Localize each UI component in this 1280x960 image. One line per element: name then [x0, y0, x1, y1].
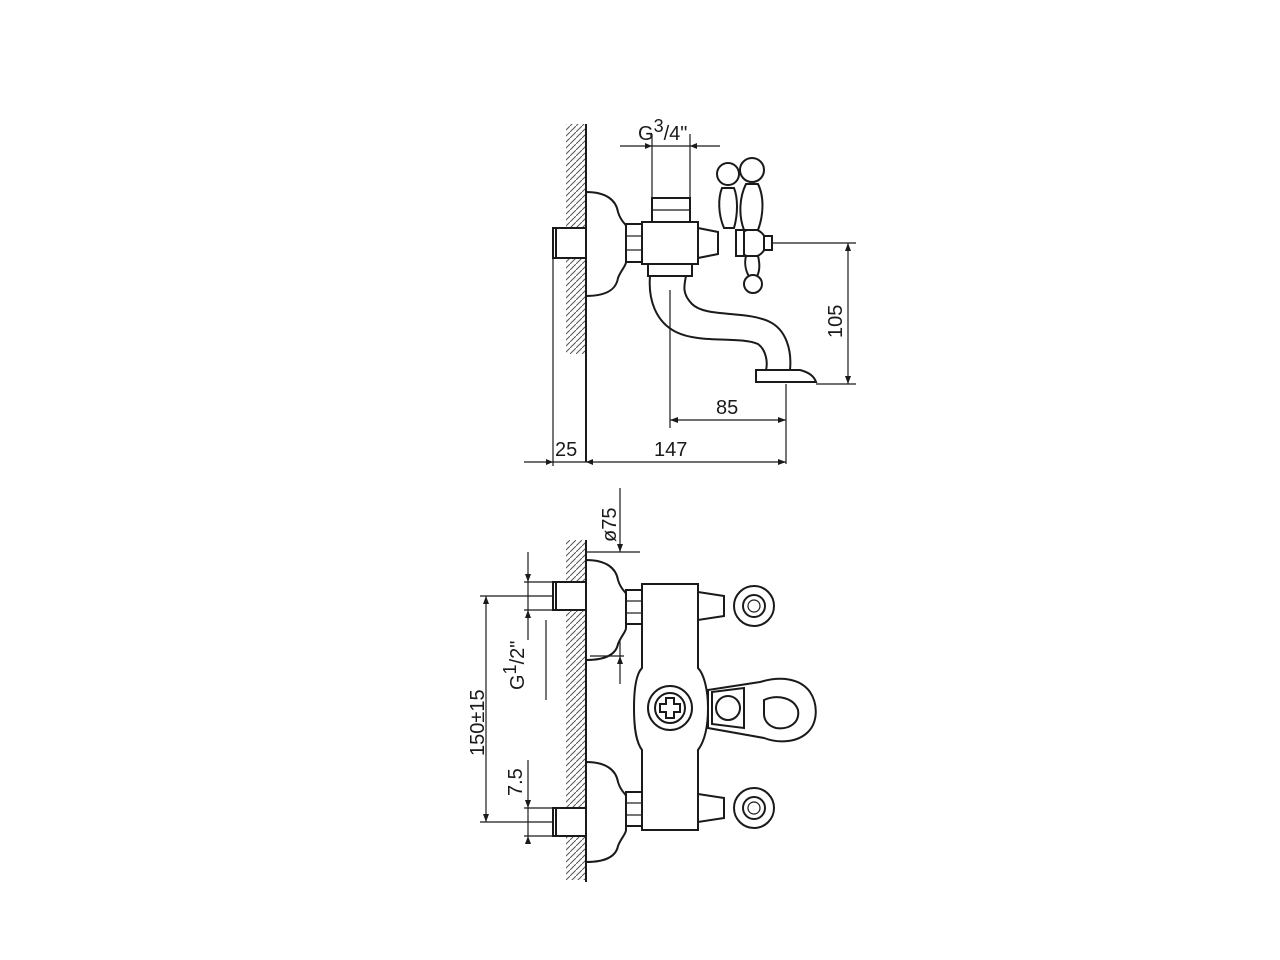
c150-arrow-top [483, 596, 489, 604]
valve-connector-bottom [697, 792, 725, 824]
handle-top-inner [742, 594, 766, 618]
wall-rosette-top [585, 558, 627, 662]
wall-rosette-bottom [585, 760, 627, 864]
e75-arrow-bottom-a [525, 800, 531, 808]
g12-arrow [617, 656, 623, 664]
supply-thread-label: G1/2" [500, 641, 529, 690]
g34-arrow-right [690, 143, 697, 149]
e75-arrow-top-a [525, 574, 531, 582]
front-view: ø75 [467, 488, 817, 882]
total-depth-label: 147 [654, 439, 687, 461]
supply-thread-den: /2" [507, 641, 529, 665]
eccentric-connector-top [552, 581, 587, 611]
e75-arrow-bottom-b [525, 836, 531, 844]
diverter-cross-icon [659, 697, 681, 719]
valve-stem-side [735, 229, 745, 257]
d147-arrow-right [778, 459, 786, 465]
body-valve-connector [697, 226, 719, 260]
inlet-thread-den: /4" [664, 123, 688, 145]
eccentric-connector-side [552, 227, 587, 259]
handle-up-lever-side [739, 183, 764, 231]
eccentric-offset-label: 7.5 [505, 768, 527, 796]
handle-bottom-inner [742, 796, 766, 820]
d75-arrow [617, 544, 623, 552]
handle-up-knob-side [739, 157, 765, 183]
d85-arrow-right [778, 417, 786, 423]
d25-arrow-left [546, 459, 553, 465]
handle-back-lever-side [718, 187, 738, 229]
handle-top-cap [747, 599, 761, 613]
wall-depth-label: 25 [555, 439, 577, 461]
c150-arrow-bottom [483, 814, 489, 822]
mixer-body-side [641, 221, 699, 265]
spout-side [648, 275, 792, 371]
valve-connector-top [697, 590, 725, 622]
inlet-thread-label: G3/4" [638, 116, 687, 145]
center-distance-label: 150±15 [467, 689, 489, 756]
wall-rosette-side [585, 190, 627, 298]
spout-collar-side [647, 263, 693, 277]
rosette-diameter-label: ø75 [599, 508, 621, 542]
h105-arrow-top [845, 243, 851, 251]
d25-arrow-right [586, 459, 593, 465]
g34-arrow-left [645, 143, 652, 149]
spout-offset-label: 85 [716, 397, 738, 419]
supply-thread-num: 1 [500, 664, 520, 674]
spout-aerator-side [755, 369, 818, 383]
h105-arrow-bottom [845, 376, 851, 384]
spout-front-inner [763, 696, 800, 730]
hex-nut-top [625, 589, 643, 625]
hex-nut-bottom [625, 791, 643, 827]
spout-neck-ring [715, 695, 741, 721]
inlet-thread-num: 3 [654, 116, 664, 136]
valve-cap-side [763, 235, 773, 251]
handle-down-knob-side [743, 274, 763, 294]
hex-nut-side [625, 223, 643, 263]
d85-arrow-left [670, 417, 678, 423]
e75-arrow-top-b [525, 610, 531, 618]
supply-thread-prefix: G [507, 674, 529, 690]
eccentric-connector-bottom [552, 807, 587, 837]
handle-back-knob-side [716, 162, 740, 186]
wall-hatch-front [566, 540, 586, 880]
side-view: G3/4" 105 85 25 147 [524, 116, 856, 466]
inlet-thread-prefix: G [638, 123, 654, 145]
spout-height-label: 105 [825, 305, 847, 338]
handle-bottom-cap [747, 801, 761, 815]
